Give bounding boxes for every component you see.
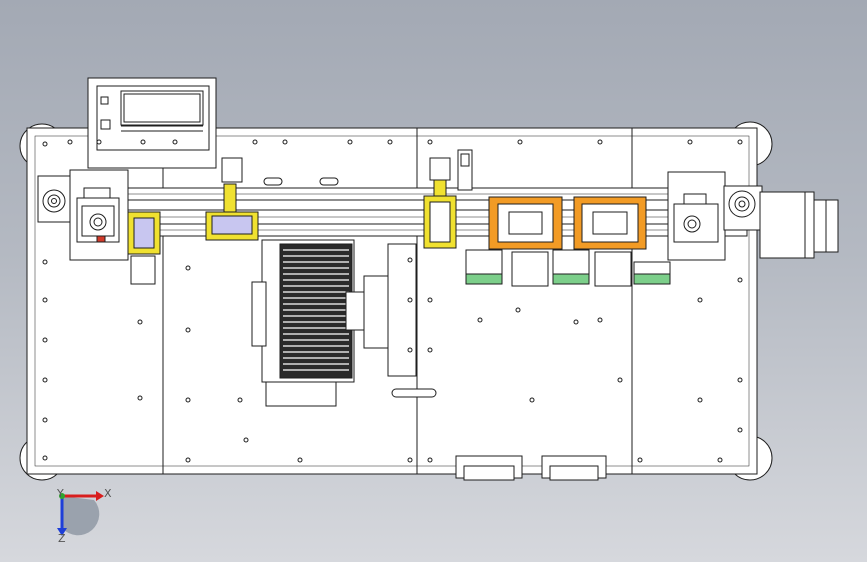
- mounting-hole: [185, 327, 191, 333]
- mounting-hole: [737, 277, 743, 283]
- mounting-hole: [42, 455, 48, 461]
- orange-station-2: [573, 196, 647, 250]
- mounting-hole: [617, 377, 623, 383]
- orange-station-1: [488, 196, 563, 250]
- mounting-hole: [243, 437, 249, 443]
- coordinate-triad-icon: [57, 491, 104, 536]
- mounting-hole: [42, 337, 48, 343]
- mounting-hole: [42, 417, 48, 423]
- mounting-hole: [96, 139, 102, 145]
- mounting-hole: [282, 139, 288, 145]
- mounting-hole: [297, 457, 303, 463]
- mounting-hole: [42, 259, 48, 265]
- mounting-hole: [387, 139, 393, 145]
- axis-z-label: Z: [58, 532, 66, 545]
- mounting-hole: [427, 347, 433, 353]
- right-drive-module: [667, 171, 726, 261]
- mounting-hole: [529, 397, 535, 403]
- mounting-hole: [42, 377, 48, 383]
- mounting-hole: [407, 347, 413, 353]
- mounting-hole: [185, 265, 191, 271]
- mounting-hole: [67, 139, 73, 145]
- mounting-hole: [185, 457, 191, 463]
- axis-y-label: Y: [57, 487, 64, 500]
- yellow-gripper-left: [127, 211, 161, 285]
- mounting-hole: [427, 297, 433, 303]
- limit-switch: [457, 149, 473, 191]
- right-motor-flange: [723, 185, 763, 231]
- mounting-hole: [717, 457, 723, 463]
- mounting-hole: [737, 377, 743, 383]
- mounting-hole: [737, 139, 743, 145]
- mounting-hole: [252, 139, 258, 145]
- mounting-hole: [407, 257, 413, 263]
- mounting-hole: [407, 297, 413, 303]
- mounting-hole: [427, 139, 433, 145]
- mounting-hole: [185, 397, 191, 403]
- mounting-hole: [137, 395, 143, 401]
- mounting-hole: [42, 297, 48, 303]
- right-cylinder: [759, 191, 839, 259]
- mounting-hole: [573, 319, 579, 325]
- left-drive-module: [69, 169, 129, 261]
- control-panel: [87, 77, 217, 169]
- mounting-hole: [237, 397, 243, 403]
- axis-x-label: X: [104, 487, 112, 500]
- mounting-hole: [737, 427, 743, 433]
- mounting-hole: [697, 397, 703, 403]
- mounting-hole: [517, 139, 523, 145]
- mounting-hole: [137, 319, 143, 325]
- mounting-holes: [42, 139, 743, 463]
- mounting-hole: [637, 457, 643, 463]
- green-nozzle-blocks: [465, 249, 671, 287]
- heatsink-motor: [251, 239, 417, 407]
- yellow-gripper-right: [423, 157, 457, 249]
- left-end-flange: [37, 175, 71, 223]
- mounting-hole: [597, 139, 603, 145]
- mounting-hole: [515, 307, 521, 313]
- mounting-hole: [597, 317, 603, 323]
- yellow-gripper-middle: [205, 157, 259, 241]
- mounting-hole: [140, 139, 146, 145]
- mounting-hole: [427, 457, 433, 463]
- slots: [263, 177, 437, 398]
- mounting-hole: [697, 297, 703, 303]
- mounting-hole: [42, 141, 48, 147]
- mounting-hole: [172, 139, 178, 145]
- mounting-hole: [687, 139, 693, 145]
- bottom-brackets: [455, 455, 607, 481]
- mounting-hole: [407, 457, 413, 463]
- mounting-hole: [347, 139, 353, 145]
- mounting-hole: [477, 317, 483, 323]
